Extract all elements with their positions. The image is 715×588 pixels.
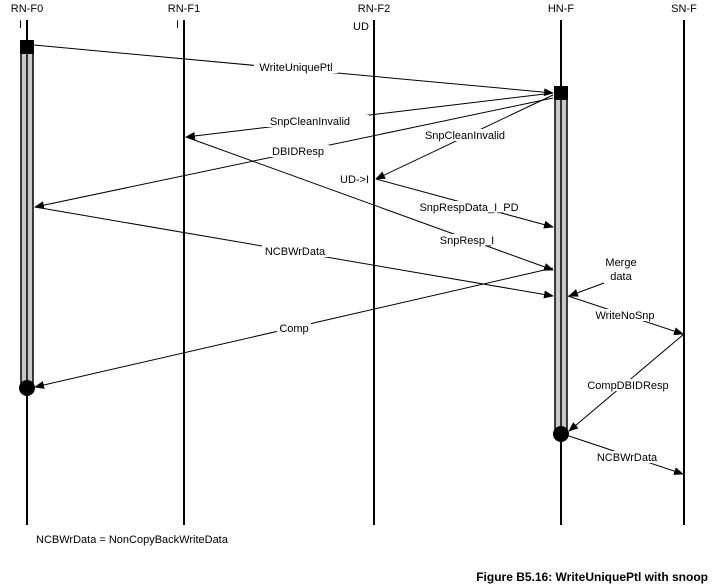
label-dbid-resp: DBIDResp	[272, 146, 324, 158]
state-rn-f1: I	[176, 19, 179, 31]
footnote: NCBWrData = NonCopyBackWriteData	[36, 534, 229, 546]
start-marker-rn-f0	[20, 40, 34, 54]
state-rn-f0: I	[19, 19, 22, 31]
label-write-no-snp: WriteNoSnp	[595, 310, 654, 322]
merge-data-pointer	[568, 282, 605, 297]
label-snp-clean-invalid-2: SnpCleanInvalid	[425, 130, 505, 142]
arrow-snp-resp-i	[185, 136, 554, 271]
start-marker-hn-f	[554, 86, 568, 100]
arrow-snp-clean-invalid-1	[185, 92, 554, 140]
label-snp-resp-data-i-pd: SnpRespData_I_PD	[419, 202, 518, 214]
label-ncb-wr-data-1: NCBWrData	[265, 246, 326, 258]
lifeline-label-hn-f: HN-F	[548, 3, 575, 15]
merge-label-line1: Merge	[605, 257, 636, 269]
lifeline-label-rn-f1: RN-F1	[168, 3, 200, 15]
end-marker-rn-f0	[19, 380, 35, 396]
lifeline-label-rn-f2: RN-F2	[358, 3, 390, 15]
state-rn-f2: UD	[353, 21, 369, 33]
label-ncb-wr-data-2: NCBWrData	[597, 452, 658, 464]
lifeline-label-rn-f0: RN-F0	[11, 3, 43, 15]
figure-caption: Figure B5.16: WriteUniquePtl with snoop	[476, 570, 708, 584]
label-write-unique-ptl: WriteUniquePtl	[259, 62, 332, 74]
label-comp: Comp	[279, 323, 308, 335]
state-change-rn-f2: UD->I	[340, 174, 369, 186]
label-snp-clean-invalid-1: SnpCleanInvalid	[270, 116, 350, 128]
label-comp-dbid-resp: CompDBIDResp	[587, 380, 668, 392]
merge-label-line2: data	[610, 271, 632, 283]
label-snp-resp-i: SnpResp_I	[440, 235, 494, 247]
end-marker-hn-f	[553, 426, 569, 442]
lifeline-label-sn-f: SN-F	[671, 3, 697, 15]
